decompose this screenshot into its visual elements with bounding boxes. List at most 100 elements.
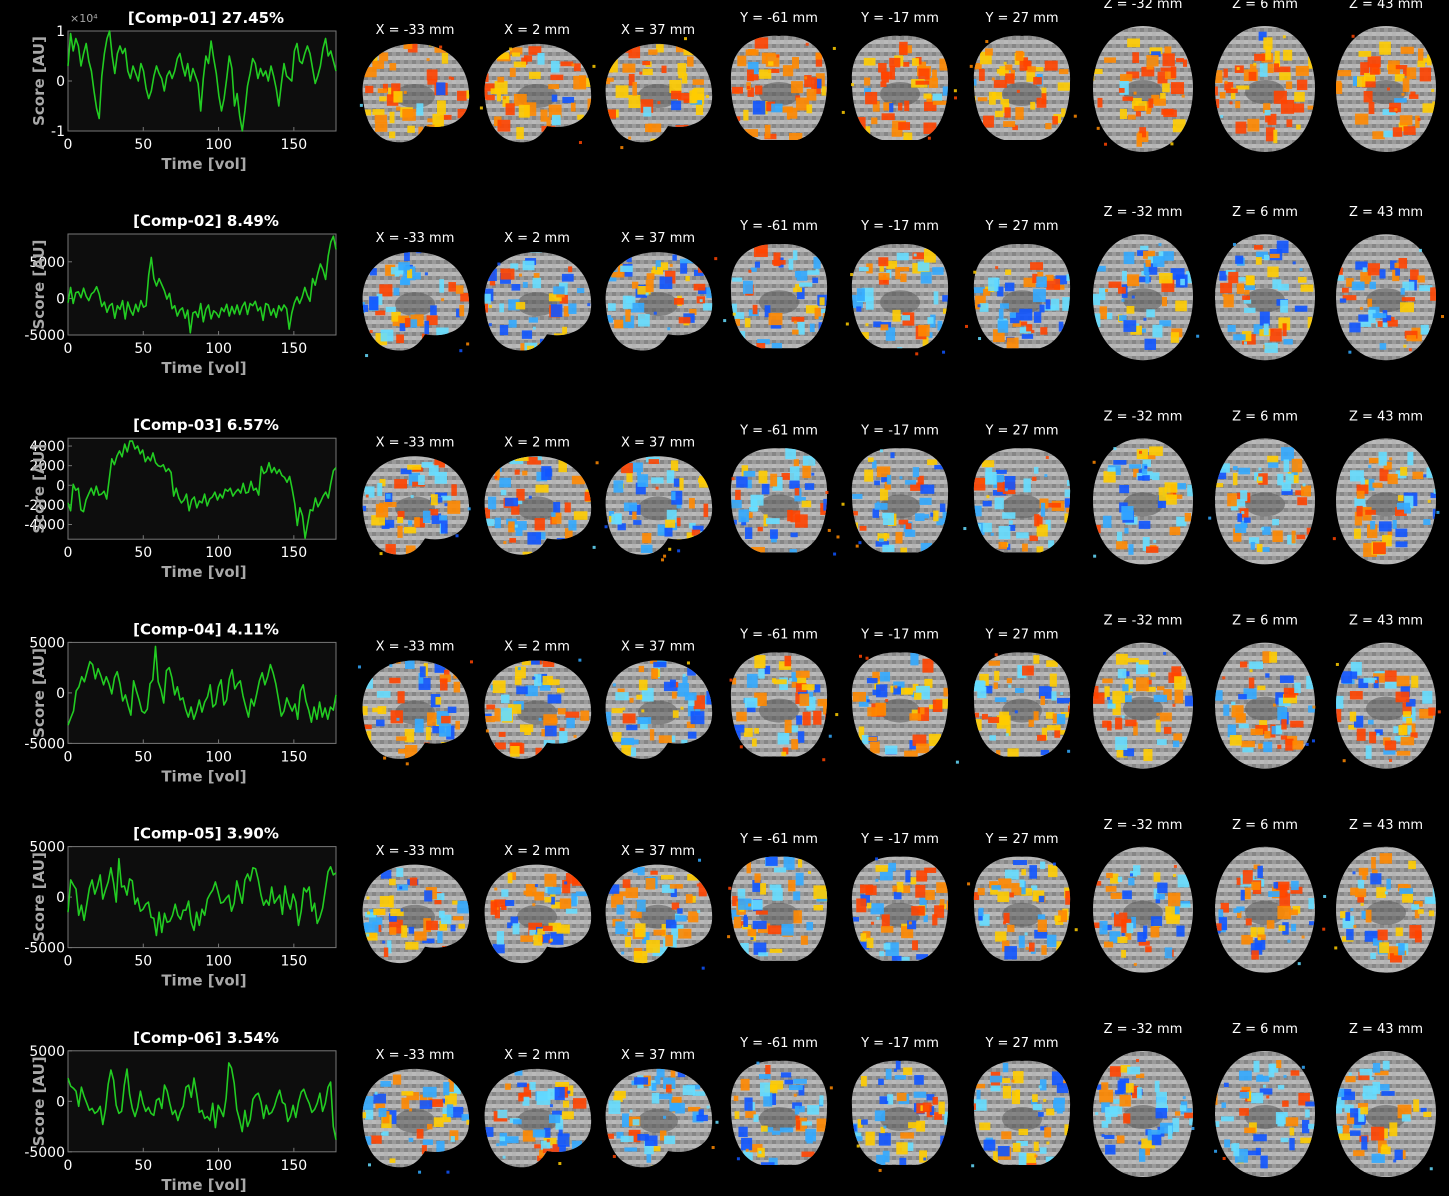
brain-slice-sagittal	[359, 43, 470, 143]
activation-speckle	[1104, 142, 1108, 146]
activation-speckle	[1301, 935, 1305, 939]
x-tick-label: 100	[205, 545, 232, 561]
y-tick-label: -5000	[24, 1145, 65, 1161]
slice-coordinate-label: Y = 27 mm	[984, 832, 1058, 847]
activation-speckle	[1244, 341, 1248, 345]
activation-speckle	[479, 106, 483, 110]
activation-speckle	[494, 475, 498, 479]
brain-slice-axial	[1335, 642, 1441, 769]
brain-slice-axial	[1093, 1051, 1195, 1177]
activation-speckle	[1332, 537, 1336, 541]
y-tick-label: -4000	[24, 517, 65, 533]
brain-slice-sagittal	[484, 252, 592, 351]
activation-speckle	[446, 1170, 450, 1174]
activation-speckle	[1257, 937, 1261, 941]
brain-slice-axial	[1215, 234, 1315, 361]
brain-slice-coronal	[965, 243, 1071, 349]
activation-speckle	[365, 494, 369, 498]
brain-slice-coronal	[851, 1060, 949, 1172]
activation-map	[973, 460, 1071, 553]
activation-speckle	[485, 729, 489, 733]
activation-map	[851, 862, 949, 961]
brain-slice-sagittal	[605, 660, 713, 759]
slice-coordinate-label: Z = 43 mm	[1349, 1022, 1423, 1037]
activation-speckle	[697, 909, 701, 913]
x-tick-label: 150	[280, 1158, 307, 1174]
activation-speckle	[1052, 862, 1056, 866]
brain-slice-axial	[1332, 438, 1440, 565]
activation-speckle	[367, 911, 371, 915]
activation-speckle	[1335, 662, 1339, 666]
activation-speckle	[534, 884, 538, 888]
activation-speckle	[1031, 329, 1035, 333]
activation-speckle	[1292, 261, 1296, 265]
activation-speckle	[1153, 539, 1157, 543]
activation-map	[1093, 653, 1193, 762]
activation-map	[1097, 1065, 1193, 1162]
activation-speckle	[967, 882, 971, 886]
activation-speckle	[1172, 126, 1176, 130]
activation-speckle	[739, 745, 743, 749]
brain-slice-axial	[1093, 26, 1193, 152]
activation-speckle	[876, 916, 880, 920]
brain-slice-sagittal	[362, 864, 470, 964]
activation-speckle	[1297, 962, 1301, 966]
slice-coordinate-label: X = 37 mm	[621, 844, 695, 859]
activation-speckle	[1067, 749, 1071, 753]
activation-speckle	[1144, 465, 1148, 469]
activation-speckle	[1427, 499, 1431, 503]
activation-speckle	[1121, 715, 1125, 719]
activation-speckle	[851, 83, 855, 87]
activation-speckle	[841, 110, 845, 114]
activation-speckle	[532, 676, 536, 680]
activation-speckle	[746, 85, 750, 89]
activation-speckle	[1299, 268, 1303, 272]
activation-speckle	[549, 1104, 553, 1108]
slice-coordinate-label: Z = 6 mm	[1232, 1022, 1298, 1037]
x-tick-label: 0	[64, 341, 73, 357]
activation-speckle	[1095, 1112, 1099, 1116]
activation-speckle	[1342, 759, 1346, 763]
activation-speckle	[1389, 758, 1393, 762]
activation-map	[730, 655, 828, 757]
brain-slice-coronal	[730, 448, 840, 556]
brain-slice-sagittal	[604, 456, 713, 562]
activation-speckle	[973, 270, 977, 274]
y-tick-label: 0	[56, 478, 65, 494]
y-tick-label: 0	[56, 74, 65, 90]
activation-speckle	[573, 734, 577, 738]
activation-speckle	[612, 683, 616, 687]
x-tick-label: 100	[205, 954, 232, 970]
activation-speckle	[459, 349, 463, 353]
activation-speckle	[620, 146, 624, 150]
activation-speckle	[870, 921, 874, 925]
y-tick-label: 0	[56, 1094, 65, 1110]
activation-speckle	[917, 909, 921, 913]
slice-coordinate-label: Y = 27 mm	[984, 11, 1058, 26]
x-tick-label: 0	[64, 545, 73, 561]
activation-speckle	[1368, 465, 1372, 469]
activation-speckle	[621, 951, 625, 955]
activation-speckle	[1222, 293, 1226, 297]
activation-map	[605, 864, 707, 964]
brain-slice-axial	[1214, 1051, 1315, 1177]
activation-speckle	[503, 96, 507, 100]
activation-speckle	[1038, 1085, 1042, 1089]
activation-speckle	[396, 717, 400, 721]
y-tick-label: -5000	[24, 328, 65, 344]
activation-map	[973, 262, 1071, 349]
activation-speckle	[748, 269, 752, 273]
activation-map	[362, 660, 461, 759]
activation-map	[973, 1062, 1071, 1165]
activation-speckle	[1374, 680, 1378, 684]
brain-slice-coronal	[851, 652, 959, 764]
activation-map	[856, 41, 949, 140]
activation-speckle	[1214, 1149, 1218, 1153]
activation-speckle	[924, 84, 928, 88]
activation-speckle	[1121, 298, 1125, 302]
brain-slice-sagittal	[484, 1068, 592, 1168]
activation-speckle	[879, 449, 883, 453]
activation-map	[1093, 446, 1193, 555]
x-tick-label: 0	[64, 954, 73, 970]
